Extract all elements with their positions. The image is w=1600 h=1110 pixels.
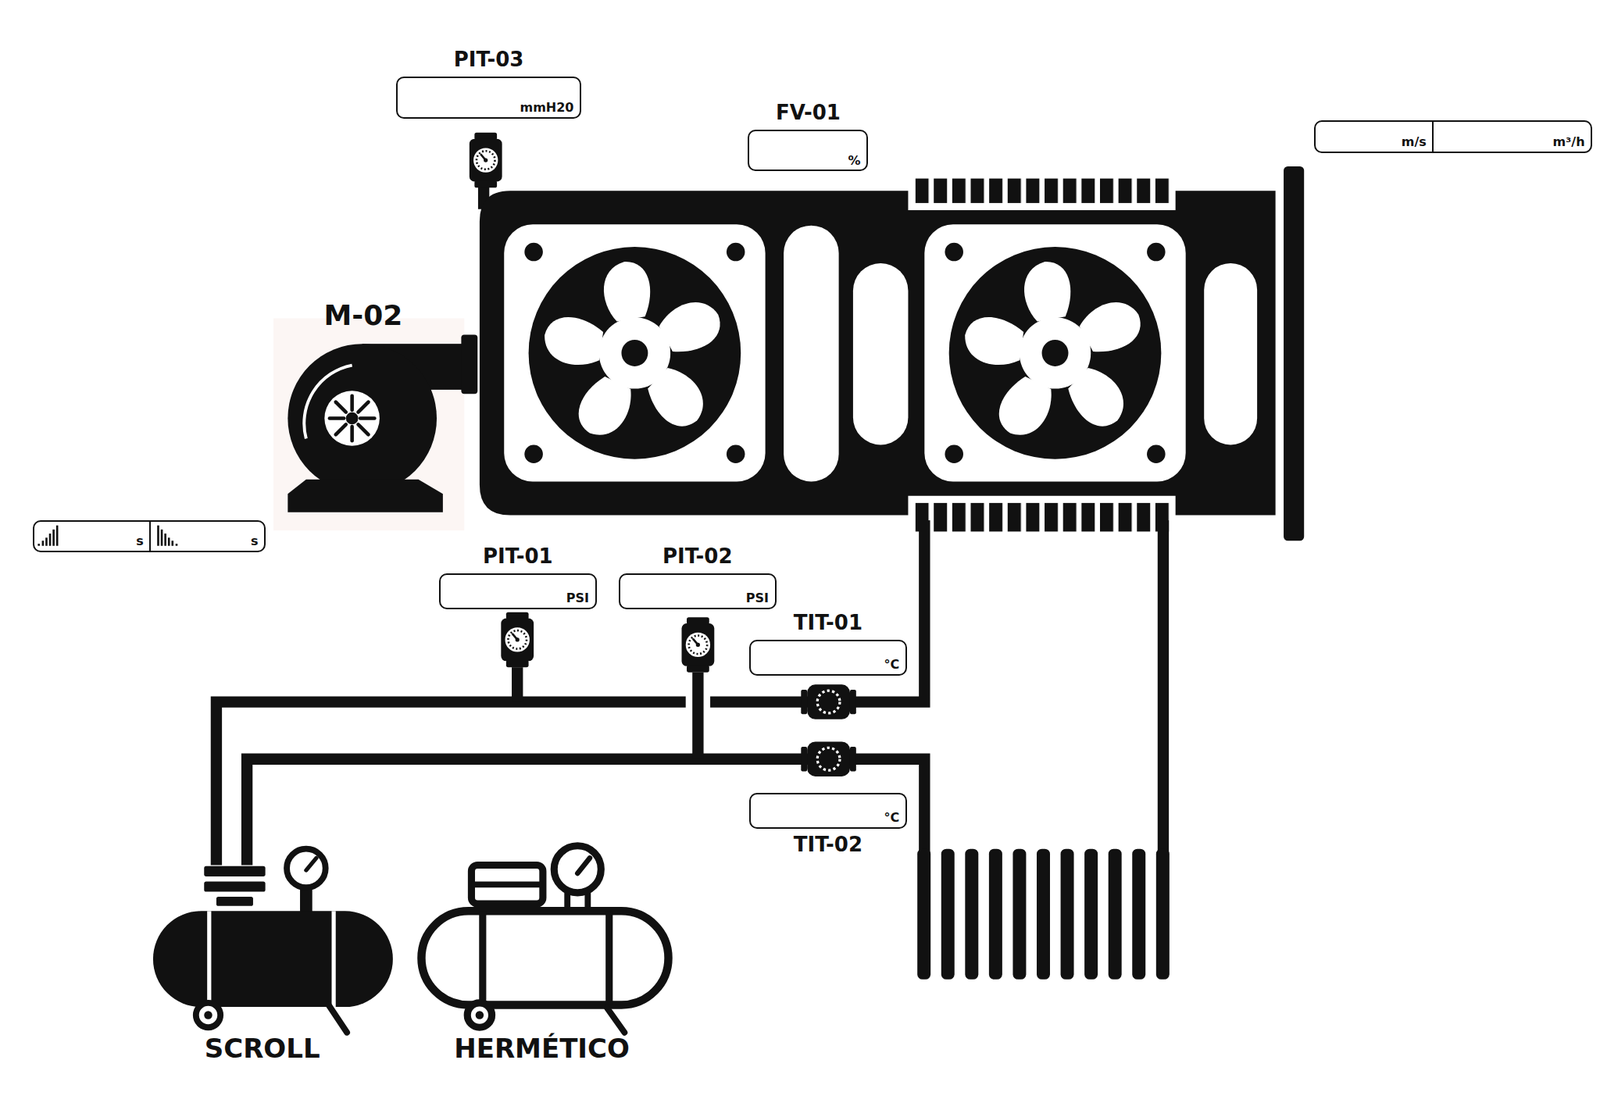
air-duct: [479, 190, 1276, 515]
coil: [917, 849, 1170, 980]
duct-flange: [1283, 166, 1304, 541]
tank-band: [605, 910, 613, 1005]
compressor-leg: [328, 1004, 348, 1033]
pressure-gauge: [469, 132, 503, 189]
impeller-hub: [346, 412, 359, 425]
unit-text: s: [250, 534, 259, 549]
tank-band: [332, 910, 336, 1008]
duct-slot: [1203, 263, 1258, 445]
coil-tube: [941, 849, 955, 980]
temperature-display: °CTIT-02: [749, 792, 908, 829]
unit-text: PSI: [746, 591, 769, 606]
impeller-blades: [329, 396, 375, 441]
display-cell: m³/h: [1432, 121, 1591, 152]
coil-tube: [1036, 849, 1050, 980]
blower-flange: [460, 334, 478, 394]
duct-slot: [853, 263, 909, 445]
compressor-wheel: [467, 1003, 492, 1028]
centrifugal-blower: [273, 317, 478, 531]
pressure-display: PIT-03mmH20: [396, 76, 583, 119]
temperature-sensor: [800, 742, 857, 777]
cooling-fins: [915, 503, 1172, 533]
instrument-tag: TIT-02: [793, 833, 863, 858]
blower-base: [287, 479, 443, 513]
duct-slot: [783, 225, 840, 483]
pressure-gauge: [500, 612, 534, 668]
coil-tube: [917, 849, 931, 980]
coil-tube: [1084, 849, 1098, 980]
gauge-riser: [692, 672, 704, 760]
suction-pipe: [216, 702, 686, 866]
coil-tube: [989, 849, 1003, 980]
unit-text: m³/h: [1553, 135, 1586, 150]
equipment-label: HERMÉTICO: [453, 1034, 630, 1064]
coil-tube: [1012, 849, 1026, 980]
compressor-plate: [203, 866, 265, 877]
ramp-down-icon: [157, 525, 178, 547]
compressor-head: [471, 865, 543, 905]
unit-text: s: [135, 534, 144, 549]
coil-tube: [1060, 849, 1075, 980]
unit-text: m/s: [1401, 135, 1427, 150]
unit-text: mmH20: [519, 100, 574, 115]
compressor-tank: [153, 910, 393, 1008]
coil-tube: [1156, 849, 1170, 980]
axial-fan: [503, 224, 765, 482]
ramp-time-display: ss: [32, 520, 266, 552]
compressor-gauge: [553, 846, 601, 893]
cooling-fins: [915, 178, 1172, 204]
compressor-gauge: [286, 849, 326, 889]
suction-pipe: [710, 517, 925, 702]
gauge-needle: [306, 857, 317, 871]
wheel-hub: [203, 1010, 212, 1019]
unit-text: °C: [883, 657, 900, 672]
compressor-plate: [203, 881, 265, 892]
unit-text: °C: [883, 810, 900, 825]
instrument-tag: PIT-03: [453, 48, 525, 72]
display-cell: s: [34, 521, 150, 550]
instrument-tag: PIT-02: [662, 545, 733, 569]
compressor-wheel: [196, 1003, 221, 1028]
pressure-display: PIT-01PSI: [439, 573, 597, 610]
instrument-tag: PIT-01: [482, 545, 554, 569]
ramp-up-icon: [37, 525, 58, 547]
equipment-label: M-02: [324, 300, 404, 332]
pressure-display: PIT-02PSI: [618, 573, 777, 610]
coil-tube: [1108, 849, 1122, 980]
pressure-gauge: [681, 617, 715, 673]
instrument-tag: FV-01: [775, 101, 841, 125]
gauge-needle: [577, 857, 590, 874]
axial-fan: [924, 224, 1186, 482]
hermetic-compressor: [421, 846, 668, 1033]
blower-ground: [273, 317, 465, 531]
display-cell: s: [149, 521, 265, 550]
compressor-tank: [421, 910, 668, 1005]
instrument-tag: TIT-01: [793, 611, 863, 636]
gauge-riser: [511, 667, 523, 702]
display-cell: m/s: [1315, 121, 1433, 152]
unit-text: PSI: [566, 591, 590, 606]
coil-tube: [1132, 849, 1146, 980]
equipment-label: SCROLL: [204, 1034, 321, 1064]
tank-band: [207, 910, 211, 1008]
compressor-plate: [216, 896, 254, 907]
compressor-leg: [607, 1007, 625, 1033]
temperature-display: TIT-01°C: [749, 639, 908, 676]
wheel-hub: [475, 1010, 484, 1019]
coil-tube: [964, 849, 979, 980]
temperature-sensor: [800, 684, 857, 719]
unit-text: %: [847, 153, 861, 168]
tank-band: [478, 910, 486, 1005]
compressor-head-line: [471, 881, 543, 888]
valve-display: FV-01%: [747, 129, 868, 172]
scroll-compressor: [153, 849, 393, 1033]
impeller: [324, 390, 380, 447]
blower-volute: [287, 343, 437, 493]
flow-display: m/s m³/h: [1314, 120, 1592, 154]
